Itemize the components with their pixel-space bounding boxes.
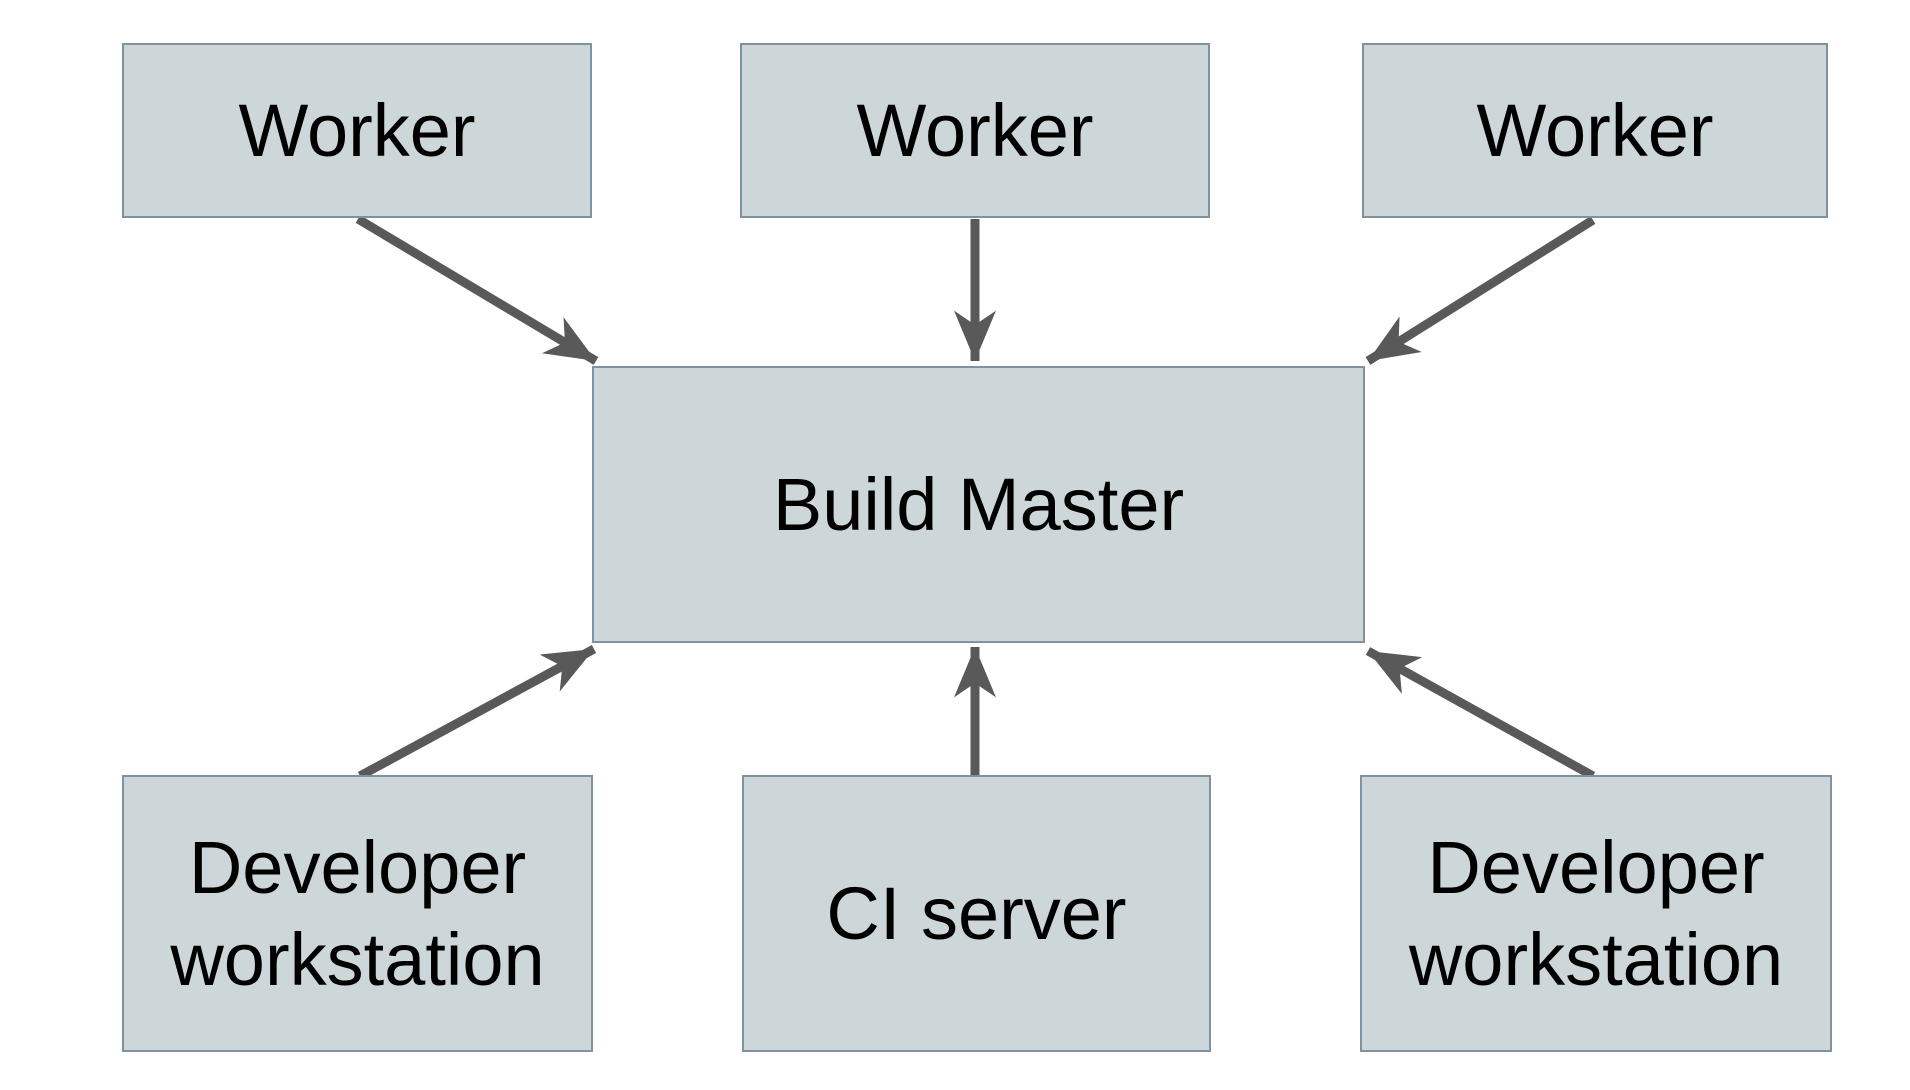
developer-workstation-right-label: Developer workstation	[1408, 825, 1784, 1001]
build-master-label: Build Master	[772, 462, 1185, 546]
worker-2-label: Worker	[856, 88, 1094, 172]
node-worker-1: Worker	[122, 43, 592, 218]
node-worker-3: Worker	[1362, 43, 1828, 218]
arrow-developer-workstation-left-to-build-master	[357, 645, 597, 780]
node-developer-workstation-left: Developer workstation	[122, 775, 593, 1052]
developer-workstation-left-label: Developer workstation	[170, 825, 545, 1001]
arrow-worker-1-to-build-master	[355, 215, 599, 365]
ci-server-label: CI server	[826, 871, 1127, 955]
worker-1-label: Worker	[238, 88, 476, 172]
arrow-worker-3-to-build-master	[1365, 216, 1596, 365]
node-developer-workstation-right: Developer workstation	[1360, 775, 1832, 1052]
worker-3-label: Worker	[1476, 88, 1714, 172]
node-build-master: Build Master	[592, 366, 1365, 643]
node-ci-server: CI server	[742, 775, 1211, 1052]
arrow-developer-workstation-right-to-build-master	[1365, 647, 1596, 780]
node-worker-2: Worker	[740, 43, 1210, 218]
